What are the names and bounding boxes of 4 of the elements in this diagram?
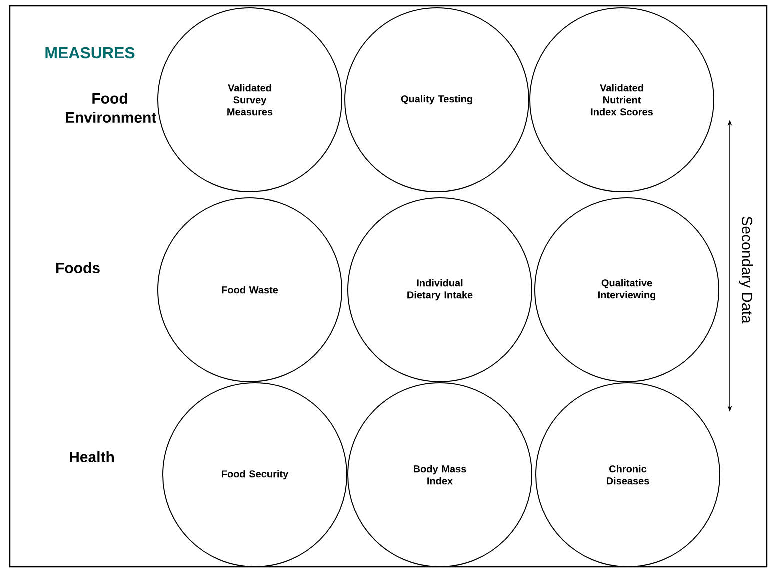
row-label: Foods xyxy=(56,262,100,274)
axis-label: Secondary Data xyxy=(739,216,753,324)
heading: MEASURES xyxy=(46,47,135,59)
row-label: Health xyxy=(70,451,114,462)
